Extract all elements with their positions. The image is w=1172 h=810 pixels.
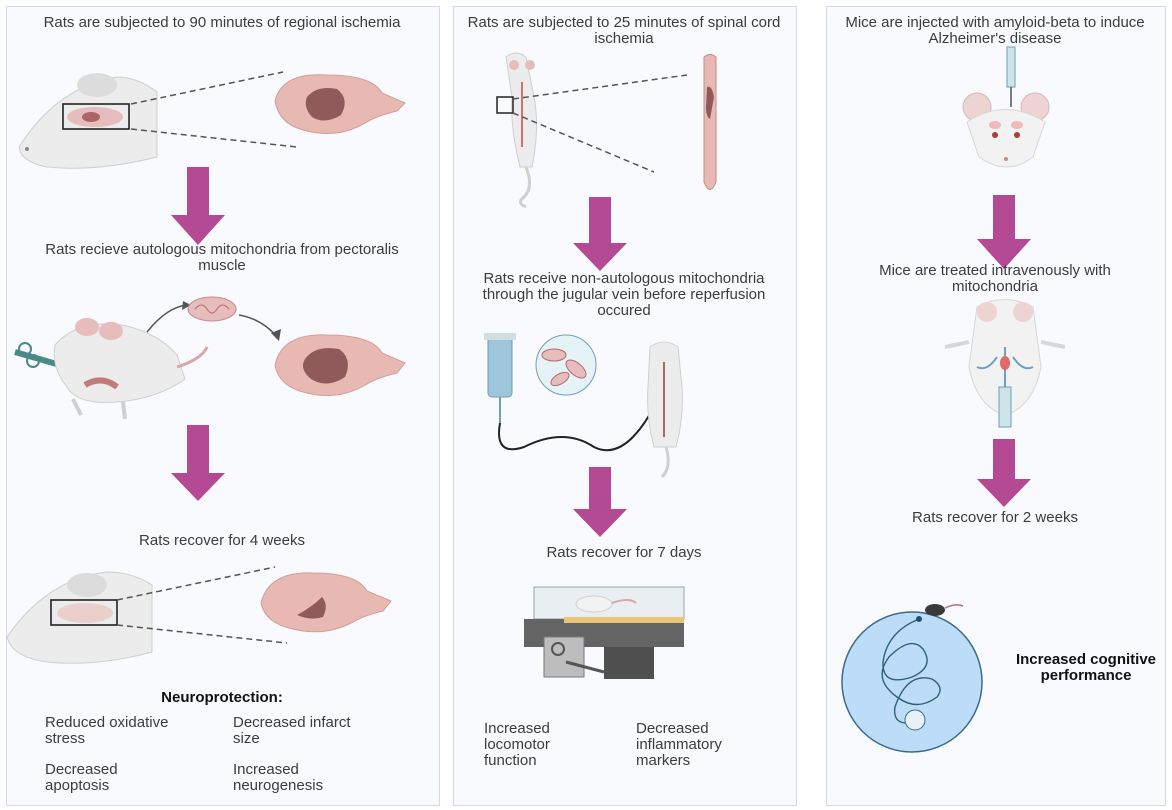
panel1-illustrations bbox=[7, 7, 441, 807]
brain-infarct-1 bbox=[275, 75, 405, 134]
rat-head-illustration-1 bbox=[19, 73, 157, 168]
panel3-step2-text: Mice are treated intravenously with mito… bbox=[837, 263, 1153, 295]
panel2-step3-text: Rats recover for 7 days bbox=[464, 545, 784, 561]
outcome-increased-cognitive-performance: Increased cognitive performance bbox=[1011, 652, 1161, 684]
arrow-down-1 bbox=[171, 167, 225, 245]
brain-infarct-2 bbox=[275, 335, 405, 396]
outcome-decreased-inflammatory-markers: Decreased inflammatory markers bbox=[636, 721, 766, 769]
rat-head-illustration-2 bbox=[7, 572, 152, 663]
arrow-down-4 bbox=[573, 467, 627, 537]
arrow-down-3 bbox=[573, 197, 627, 271]
panel1-step2-text: Rats recieve autologous mitochondria fro… bbox=[37, 242, 407, 274]
zoom-line-top-1 bbox=[131, 72, 283, 104]
rat-topview-illustration-1 bbox=[497, 53, 537, 207]
panel-regional-ischemia: Rats are subjected to 90 minutes of regi… bbox=[6, 6, 440, 806]
arrow-down-6 bbox=[977, 439, 1031, 507]
mouse-face-injection-illustration bbox=[963, 47, 1049, 167]
arrow-down-2 bbox=[171, 425, 225, 501]
treadmill-illustration bbox=[524, 587, 684, 679]
water-maze-illustration bbox=[842, 604, 982, 752]
panel-spinal-cord-ischemia: Rats are subjected to 25 minutes of spin… bbox=[453, 6, 797, 806]
outcome-increased-neurogenesis: Increased neurogenesis bbox=[233, 762, 373, 794]
panel2-illustrations bbox=[454, 7, 798, 807]
panel1-step3-text: Rats recover for 4 weeks bbox=[37, 533, 407, 549]
mouse-vessels-illustration bbox=[945, 300, 1065, 428]
mitochondrion-illustration-1 bbox=[188, 297, 236, 321]
spinal-cord-illustration bbox=[704, 55, 716, 190]
panel-alzheimers: Mice are injected with amyloid-beta to i… bbox=[826, 6, 1166, 806]
outcome-increased-locomotor-function: Increased locomotor function bbox=[484, 721, 594, 769]
mouse-syringe-illustration bbox=[15, 318, 207, 419]
arrow-down-5 bbox=[977, 195, 1031, 269]
outcome-decreased-apoptosis: Decreased apoptosis bbox=[45, 762, 175, 794]
mitochondria-zoom-circle bbox=[536, 335, 596, 395]
brain-infarct-3 bbox=[261, 573, 391, 632]
panel3-illustrations bbox=[827, 7, 1167, 807]
rat-topview-illustration-2 bbox=[648, 342, 683, 477]
outcome-decreased-infarct-size: Decreased infarct size bbox=[233, 715, 373, 747]
outcome-reduced-oxidative-stress: Reduced oxidative stress bbox=[45, 715, 195, 747]
panel3-step3-text: Rats recover for 2 weeks bbox=[837, 510, 1153, 526]
neuroprotection-title: Neuroprotection: bbox=[67, 690, 377, 706]
panel2-step2-text: Rats receive non-autologous mitochondria… bbox=[464, 271, 784, 319]
